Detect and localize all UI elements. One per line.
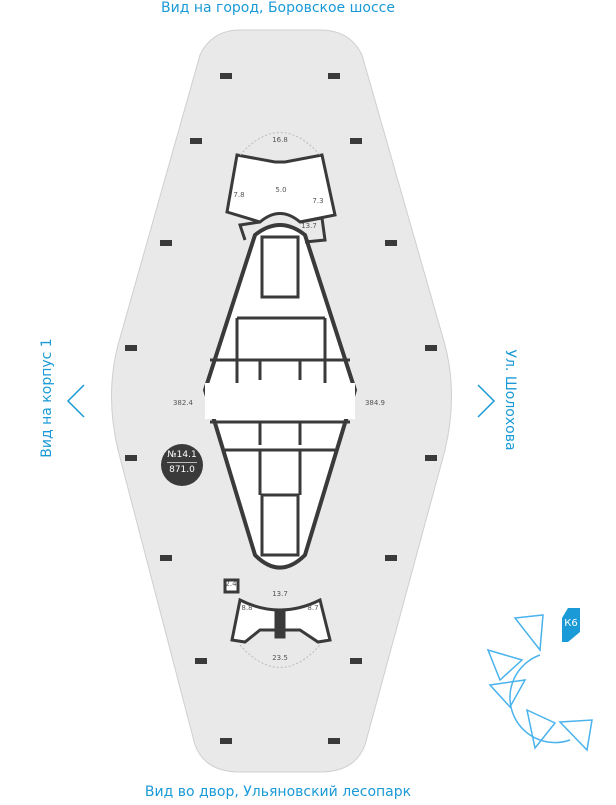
chevron-left-icon	[66, 384, 85, 418]
view-label-top: Вид на город, Боровское шоссе	[160, 0, 395, 16]
unit-area: 871.0	[169, 465, 195, 475]
chevron-right-icon	[477, 384, 496, 418]
area-west: 382.4	[173, 399, 194, 407]
top-rooms	[225, 153, 337, 244]
area-bot-right: 8.7	[307, 604, 318, 612]
building-k6-label[interactable]: К6	[564, 618, 578, 629]
area-top-center: 5.0	[275, 186, 286, 194]
area-bot-left: 8.8	[241, 604, 252, 612]
area-top-terrace: 16.8	[272, 136, 288, 144]
unit-badge[interactable]: №14.1 871.0	[161, 444, 203, 486]
area-bot-hall: 13.7	[272, 590, 288, 598]
area-top-right: 7.3	[312, 197, 323, 205]
view-label-bottom: Вид во двор, Ульяновский лесопарк	[144, 784, 412, 800]
unit-number: №14.1	[167, 450, 197, 463]
area-bot-terrace: 23.5	[272, 654, 288, 662]
window-markers	[125, 73, 437, 744]
area-bot-small: 2.4	[225, 580, 237, 588]
area-top-left: 7.8	[233, 191, 244, 199]
area-top-hall: 13.7	[301, 222, 317, 230]
building-k6-marker	[562, 608, 580, 642]
key-plan-icon	[486, 614, 593, 752]
bottom-rooms	[223, 578, 332, 644]
area-east: 384.9	[365, 399, 385, 407]
